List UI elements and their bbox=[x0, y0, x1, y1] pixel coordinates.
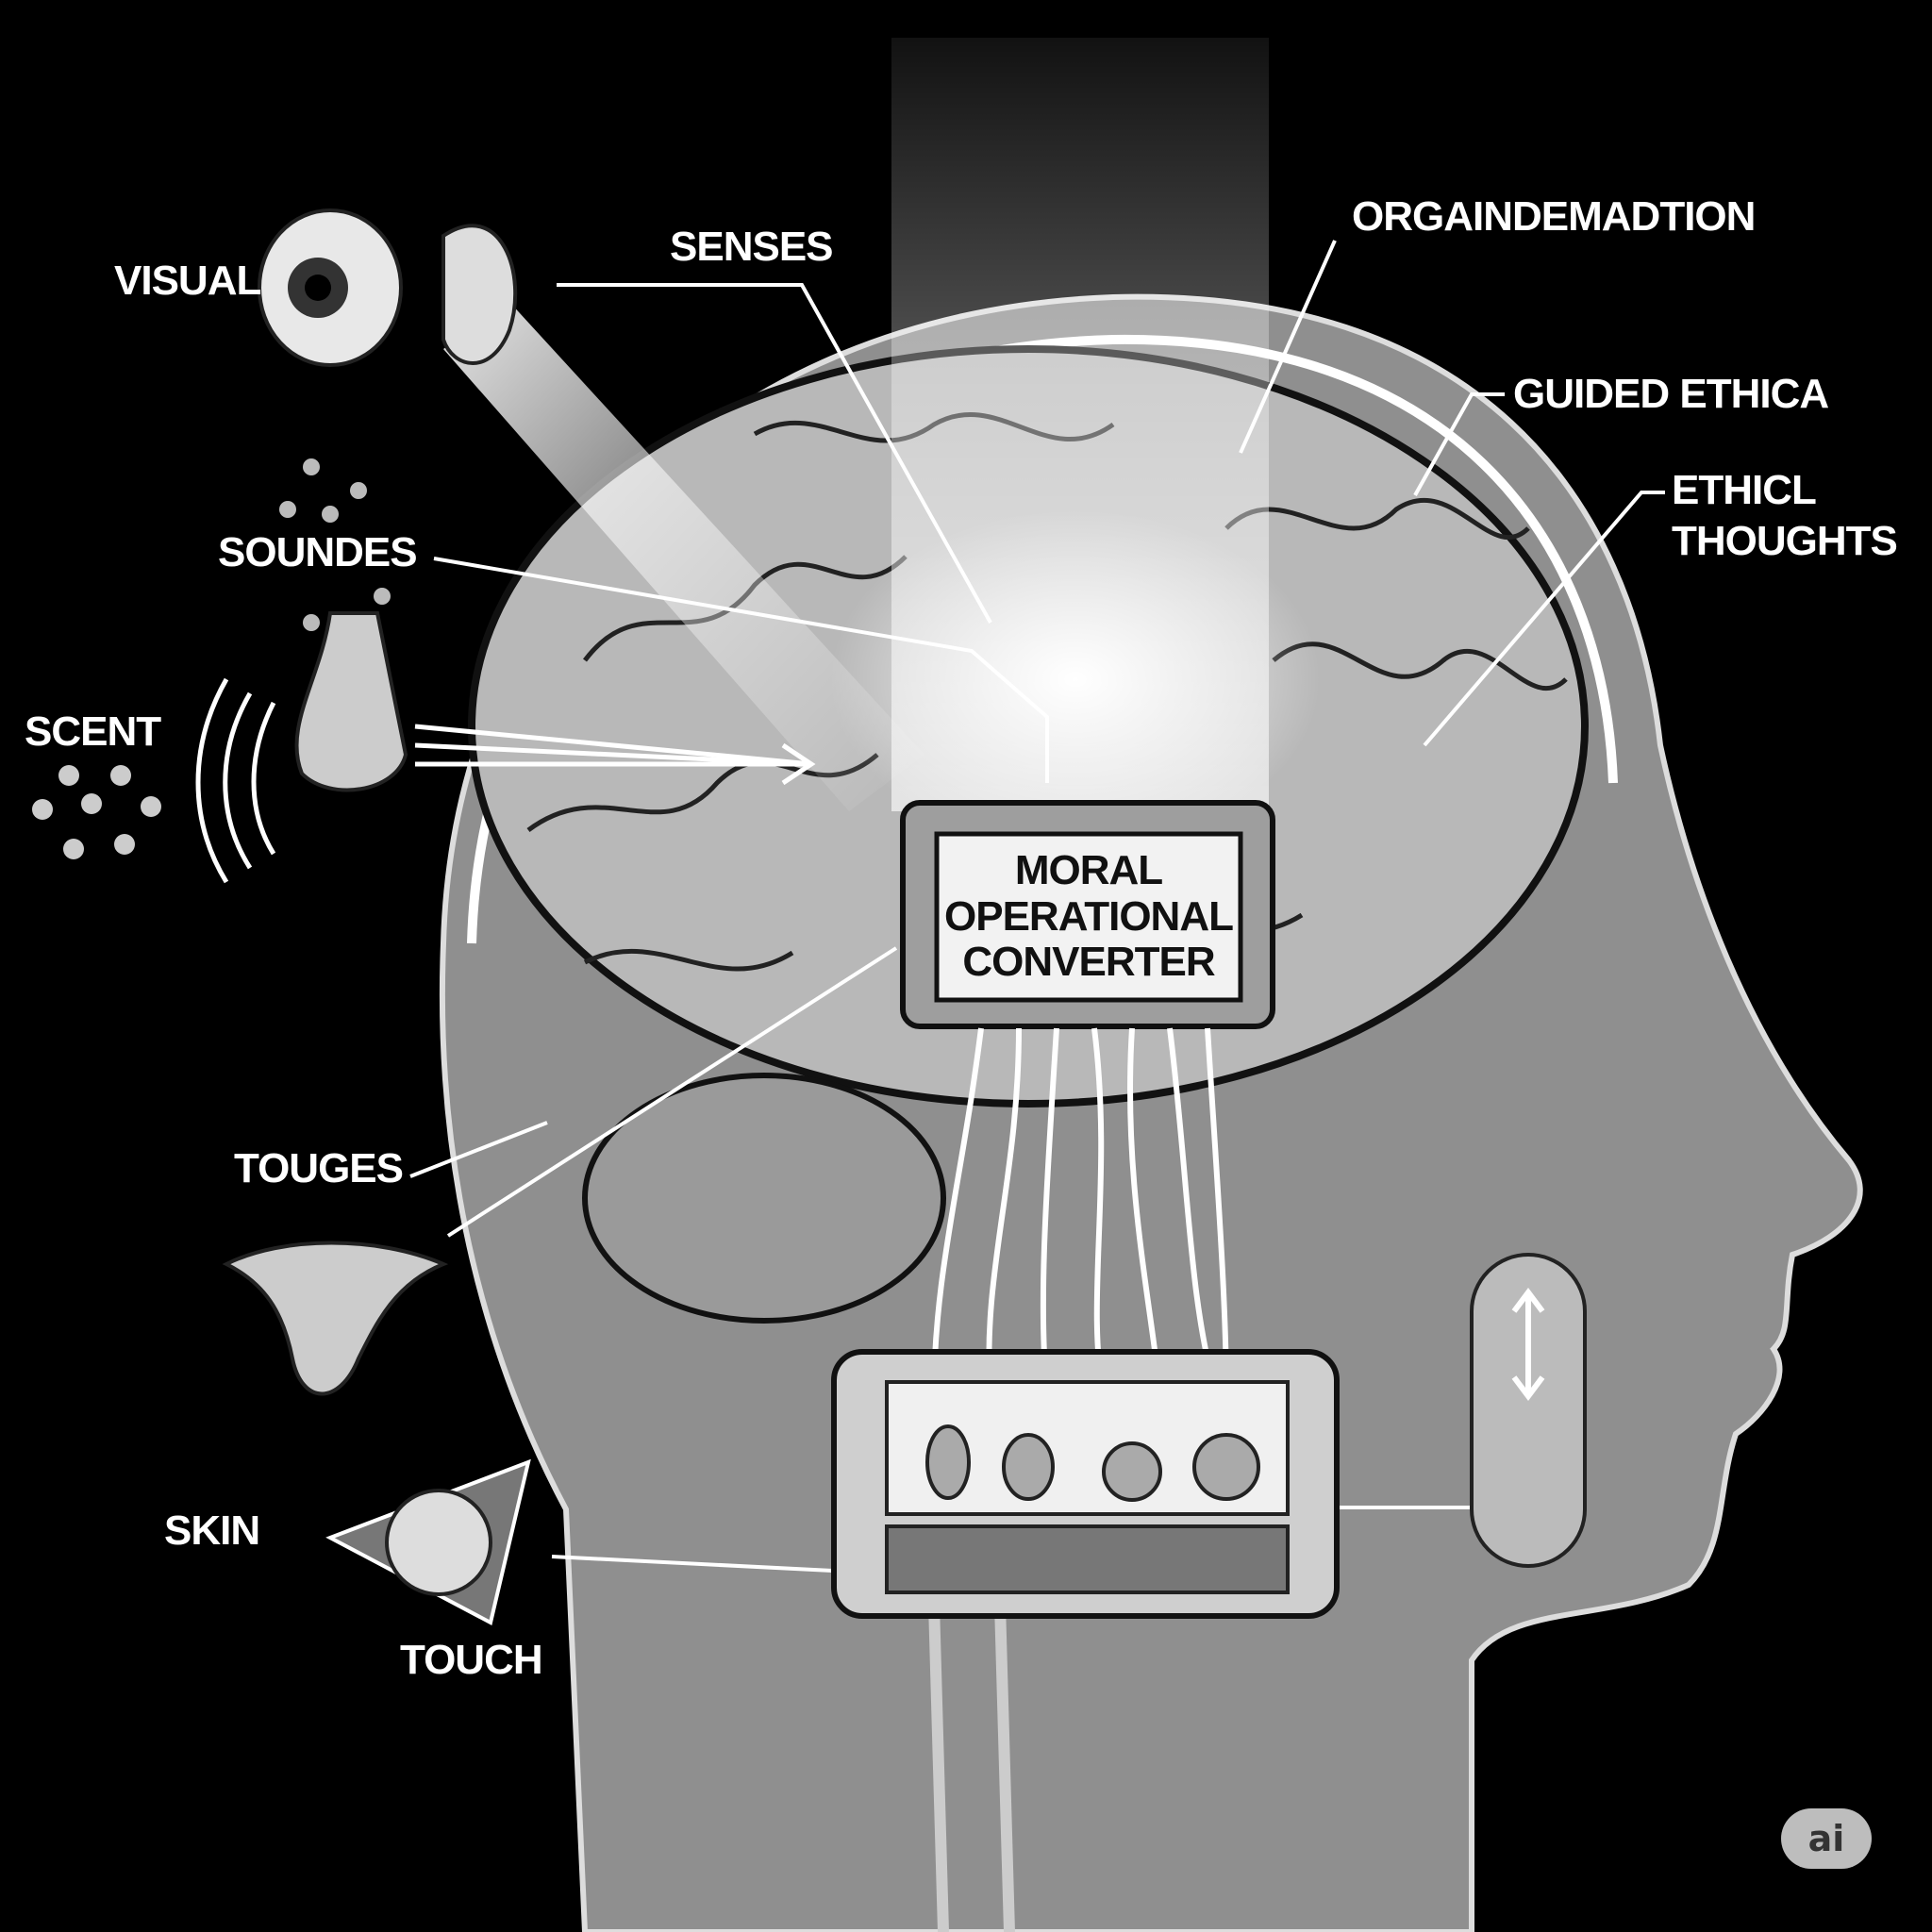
converter-line-1: MORAL bbox=[1014, 847, 1163, 894]
scent-particles bbox=[32, 765, 161, 859]
converter-line-3: CONVERTER bbox=[962, 939, 1215, 986]
label-organization: ORGAINDEMADTION bbox=[1352, 193, 1756, 240]
label-touch: TOUCH bbox=[400, 1637, 543, 1683]
moral-operational-converter-label: MORAL OPERATIONAL CONVERTER bbox=[937, 834, 1241, 1000]
up-down-arrow-icon bbox=[1511, 1288, 1545, 1401]
label-ethical-thoughts-1: ETHICL bbox=[1672, 467, 1817, 513]
label-guided-ethica: GUIDED ETHICA bbox=[1513, 371, 1829, 417]
organ-icons bbox=[925, 1424, 1260, 1502]
leader-lines bbox=[409, 240, 1665, 1582]
label-ethical-thoughts-2: THOUGHTS bbox=[1672, 518, 1898, 564]
label-senses: SENSES bbox=[670, 224, 834, 270]
tongue-icon bbox=[222, 1241, 449, 1396]
label-visual: VISUAL bbox=[114, 258, 261, 304]
converter-line-2: OPERATIONAL bbox=[944, 892, 1234, 940]
processor-base bbox=[885, 1524, 1290, 1594]
visual-beam bbox=[443, 302, 924, 811]
eye-icon bbox=[258, 208, 403, 367]
label-scent: SCENT bbox=[25, 708, 161, 755]
cerebellum bbox=[582, 1073, 946, 1324]
label-sounds: SOUNDES bbox=[218, 529, 418, 575]
ear-icon bbox=[441, 224, 518, 365]
sound-waves-icon bbox=[195, 677, 276, 884]
skin-cell-icon bbox=[325, 1458, 531, 1625]
converter-panel bbox=[934, 831, 1243, 1003]
scent-arrows bbox=[414, 724, 816, 786]
ai-badge: ai bbox=[1781, 1808, 1872, 1869]
nose-icon bbox=[294, 611, 408, 792]
label-skin: SKIN bbox=[164, 1507, 260, 1554]
sound-particles bbox=[279, 458, 391, 631]
label-tongues: TOUGES bbox=[234, 1145, 404, 1191]
hand-gesture-icon bbox=[1470, 1253, 1587, 1568]
light-glow bbox=[830, 509, 1321, 849]
spine bbox=[928, 1603, 1015, 1932]
